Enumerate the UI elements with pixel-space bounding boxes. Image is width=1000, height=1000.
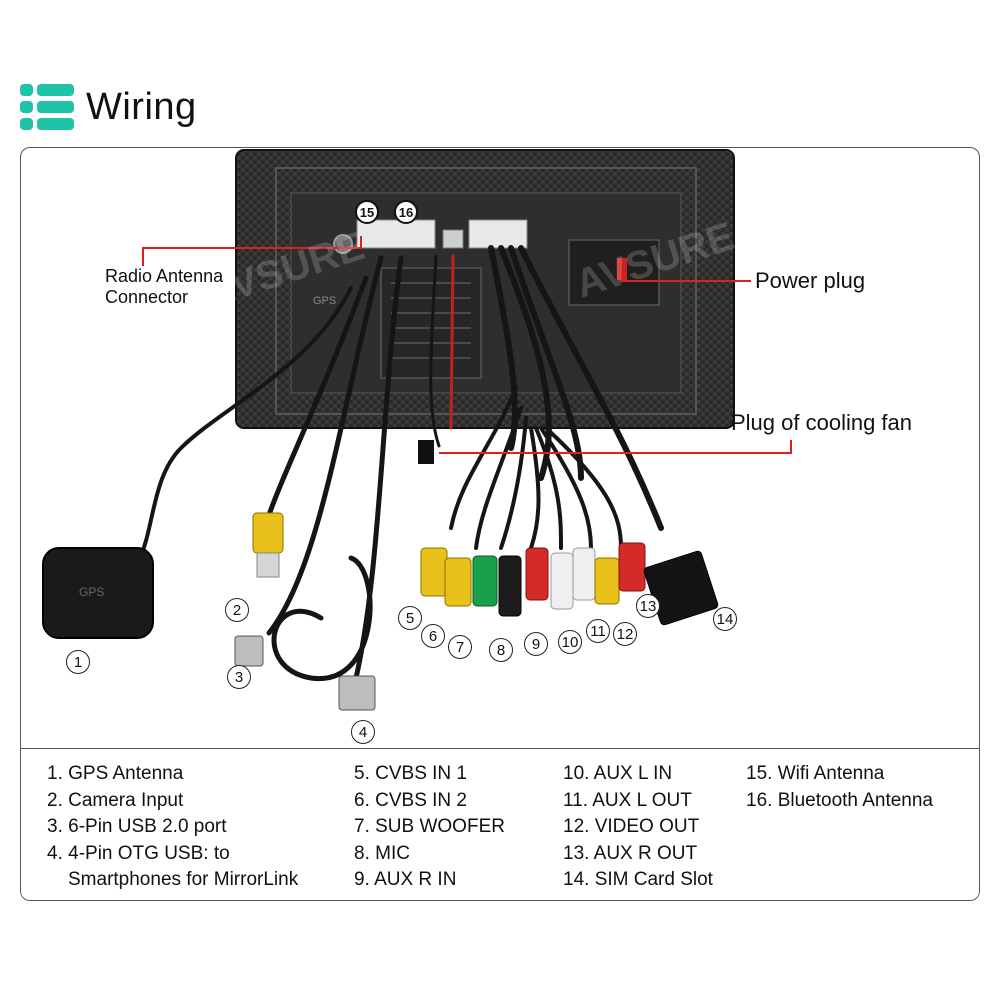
- legend-item: 2. Camera Input: [47, 789, 184, 811]
- callout-1: 1: [66, 650, 90, 674]
- callout-4: 4: [351, 720, 375, 744]
- otg-usb-plug: [338, 675, 376, 711]
- cooling-fan-label: Plug of cooling fan: [731, 410, 913, 435]
- legend-item: 1. GPS Antenna: [47, 763, 184, 784]
- rca-connectors: [420, 542, 646, 617]
- legend-item: 15. Wifi Antenna: [746, 763, 885, 784]
- wiring-legend: 1. GPS Antenna 2. Camera Input 3. 6-Pin …: [21, 748, 979, 900]
- legend-item: 7. SUB WOOFER: [354, 816, 505, 837]
- page-title: Wiring: [86, 85, 197, 128]
- callout-12: 12: [613, 622, 637, 646]
- legend-item: 16. Bluetooth Antenna: [746, 789, 933, 811]
- callout-9: 9: [524, 632, 548, 656]
- callout-8: 8: [489, 638, 513, 662]
- usb-port-plug: [234, 635, 264, 667]
- callout-2: 2: [225, 598, 249, 622]
- legend-item: 6. CVBS IN 2: [354, 789, 467, 811]
- legend-item: 8. MIC: [354, 842, 410, 864]
- legend-item: 9. AUX R IN: [354, 869, 457, 890]
- callout-6: 6: [421, 624, 445, 648]
- svg-text:GPS: GPS: [313, 295, 336, 307]
- legend-item: 12. VIDEO OUT: [563, 816, 700, 837]
- legend-item: 14. SIM Card Slot: [563, 869, 713, 890]
- svg-text:GPS: GPS: [79, 585, 104, 599]
- callout-lines: [142, 236, 792, 454]
- callout-7: 7: [448, 635, 472, 659]
- list-icon: [20, 84, 74, 130]
- power-plug-label: Power plug: [755, 268, 866, 293]
- callout-5: 5: [398, 606, 422, 630]
- wiring-diagram: GPS: [21, 148, 979, 748]
- callout-13: 13: [636, 594, 660, 618]
- callout-14: 14: [713, 607, 737, 631]
- gps-antenna: GPS: [42, 547, 154, 639]
- legend-column-3: 10. AUX L IN 11. AUX L OUT 12. VIDEO OUT…: [563, 761, 713, 894]
- callout-15: 15: [355, 200, 379, 224]
- callout-16: 16: [394, 200, 418, 224]
- legend-column-2: 5. CVBS IN 1 6. CVBS IN 2 7. SUB WOOFER …: [354, 761, 505, 894]
- callout-10: 10: [558, 630, 582, 654]
- legend-column-1: 1. GPS Antenna 2. Camera Input 3. 6-Pin …: [47, 761, 298, 894]
- legend-item: 13. AUX R OUT: [563, 842, 698, 864]
- legend-item: Smartphones for MirrorLink: [68, 869, 299, 890]
- legend-item: 4. 4-Pin OTG USB: to: [47, 842, 230, 864]
- section-header: Wiring: [20, 82, 197, 132]
- wiring-panel: GPS: [20, 147, 980, 901]
- cooling-fan-plug: [418, 440, 434, 464]
- head-unit-back: GPS: [235, 149, 735, 429]
- radio-antenna-label: Radio Antenna Connector: [105, 266, 224, 307]
- callout-3: 3: [227, 665, 251, 689]
- callout-11: 11: [586, 619, 610, 643]
- legend-item: 10. AUX L IN: [563, 763, 673, 784]
- legend-item: 3. 6-Pin USB 2.0 port: [47, 816, 227, 837]
- camera-input-plug: [252, 512, 284, 578]
- legend-item: 5. CVBS IN 1: [354, 763, 467, 784]
- legend-column-4: 15. Wifi Antenna 16. Bluetooth Antenna: [746, 761, 933, 814]
- legend-item: 11. AUX L OUT: [563, 789, 692, 811]
